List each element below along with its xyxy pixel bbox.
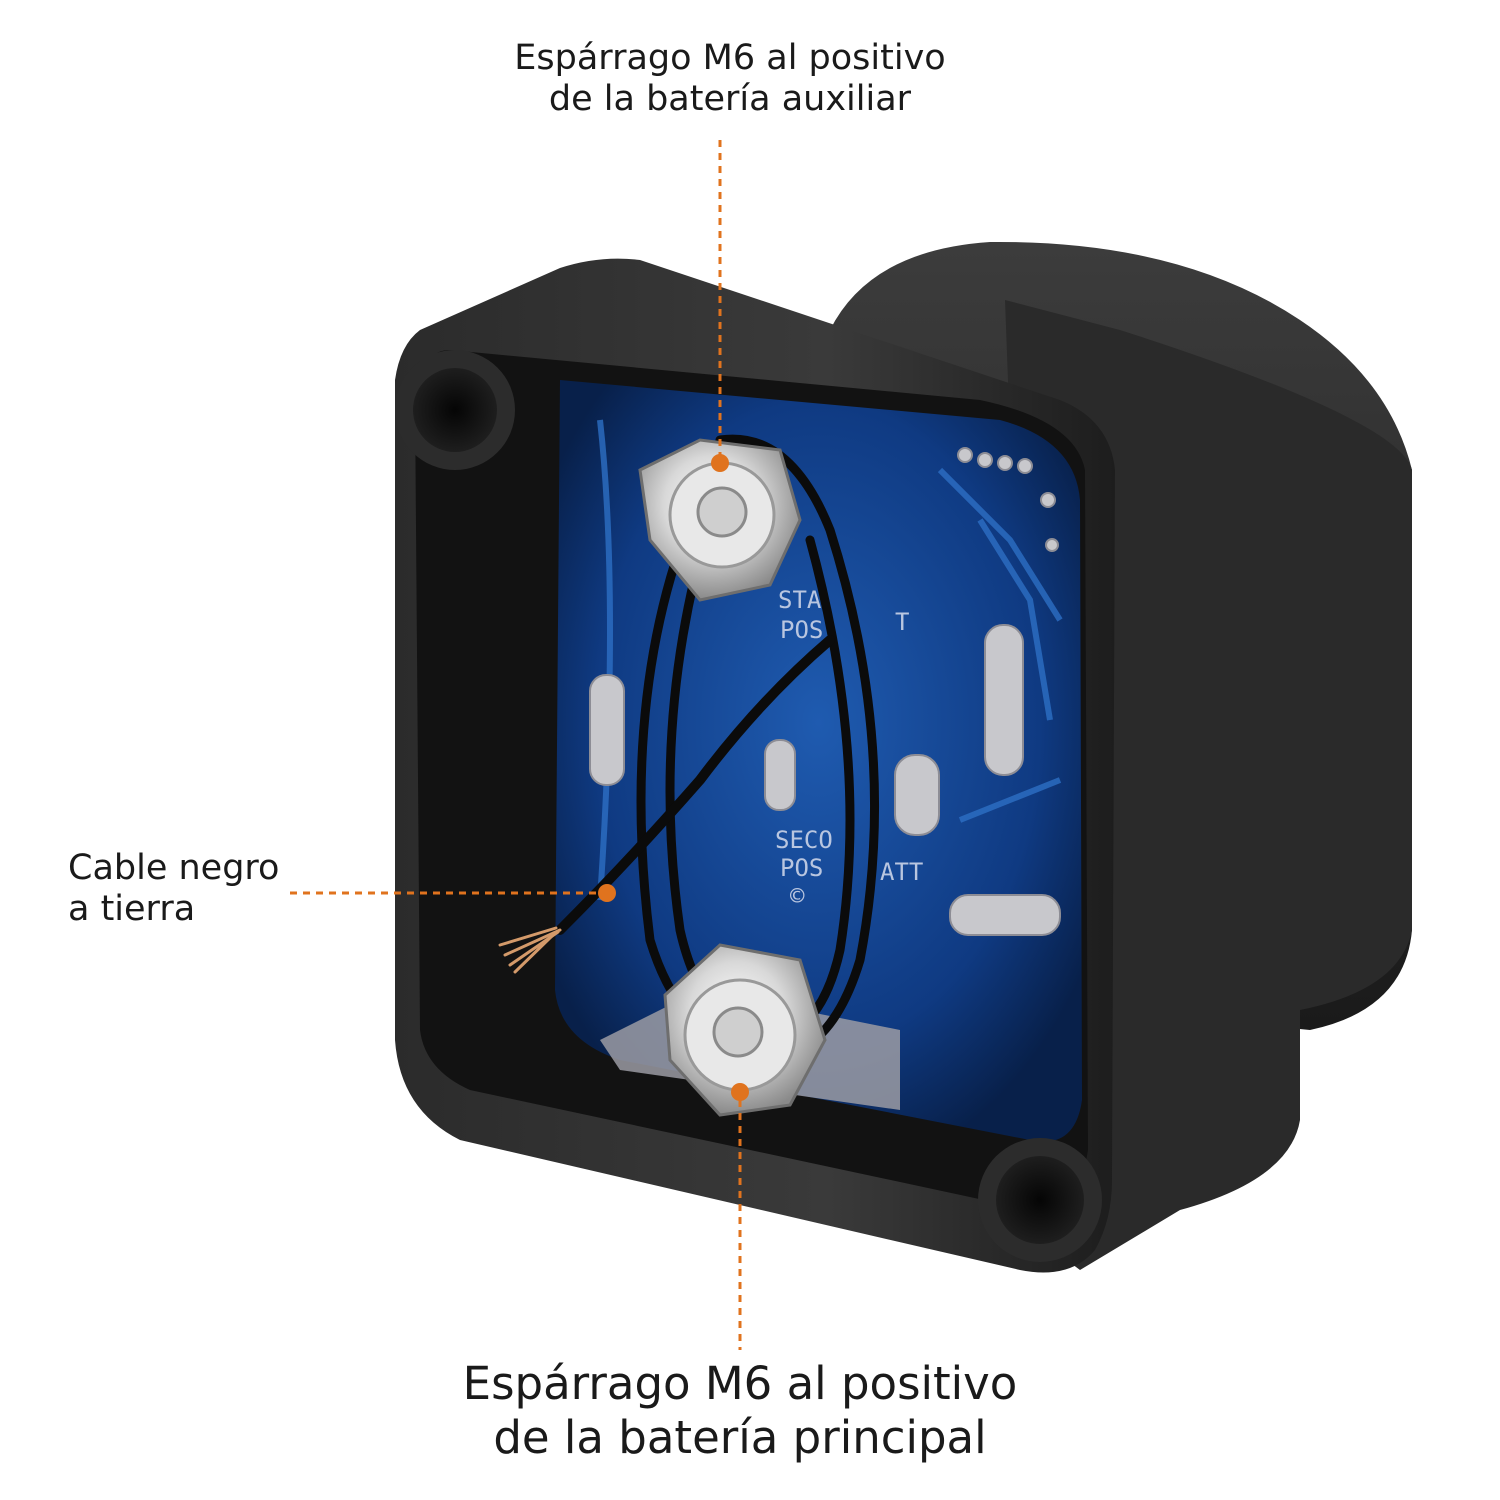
pcb-traces: [597, 419, 1063, 901]
annotation-bottom-line2: de la batería principal: [493, 1411, 987, 1464]
pcb-label-lower-1: SECO: [775, 826, 833, 854]
pcb-label-upper-suffix: T: [895, 608, 909, 636]
top-m6-stud: [638, 438, 802, 602]
pcb-label-lower-suffix-1: ATT: [880, 858, 923, 886]
annotation-top-line1: Espárrago M6 al positivo: [514, 38, 946, 78]
mounting-holes: [395, 350, 1102, 1262]
callout-dot-top: [711, 454, 729, 472]
pcb-label-lower-suffix-2: ©: [790, 882, 805, 910]
copper-strands: [498, 926, 562, 974]
callout-dot-left: [598, 884, 616, 902]
annotation-ground-wire: Cable negro a tierra: [68, 848, 279, 930]
pcb-label-lower-2: POS: [780, 854, 823, 882]
annotation-left-line2: a tierra: [68, 889, 196, 929]
solder-pads: [589, 447, 1061, 936]
pcb-label-upper-1: STA: [778, 586, 822, 614]
pcb-label-upper-2: POS: [780, 616, 823, 644]
bottom-m6-stud: [663, 943, 827, 1117]
annotation-main-stud: Espárrago M6 al positivo de la batería p…: [370, 1357, 1110, 1465]
annotation-left-line1: Cable negro: [68, 848, 280, 888]
annotation-bottom-line1: Espárrago M6 al positivo: [462, 1357, 1018, 1410]
callout-dots: [598, 454, 749, 1101]
annotation-auxiliary-stud: Espárrago M6 al positivo de la batería a…: [430, 38, 1030, 120]
callout-dot-bottom: [731, 1083, 749, 1101]
annotation-top-line2: de la batería auxiliar: [548, 79, 912, 119]
callout-lines: [290, 140, 742, 1350]
